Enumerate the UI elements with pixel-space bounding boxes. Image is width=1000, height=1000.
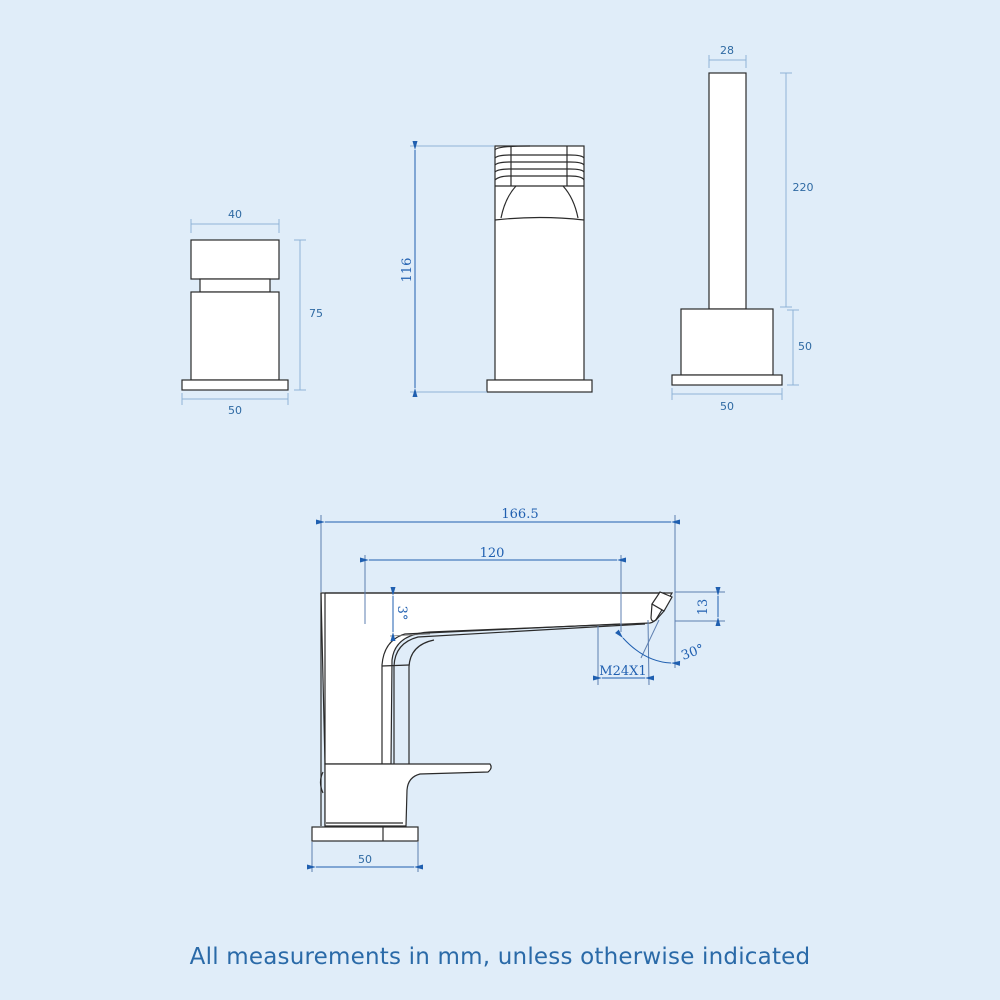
diverter-width-label: 40 xyxy=(228,208,242,221)
outlet-height-label: 13 xyxy=(696,599,711,616)
spout-side-view xyxy=(311,591,674,842)
side-base-width-label: 50 xyxy=(358,853,372,866)
angle-3-label: 3° xyxy=(394,606,409,621)
spout-height-label: 116 xyxy=(400,258,415,283)
diverter-dimensions xyxy=(181,219,306,405)
holder-base-height-label: 50 xyxy=(798,340,812,353)
handset-holder-dimensions xyxy=(671,55,799,400)
handset-holder-view xyxy=(671,72,783,386)
overall-length-label: 166.5 xyxy=(501,507,538,522)
diverter-view xyxy=(181,239,289,391)
spout-front-view xyxy=(486,145,593,393)
handle-height-label: 220 xyxy=(793,181,814,194)
spout-side-dimensions xyxy=(307,515,725,872)
diverter-base-label: 50 xyxy=(228,404,242,417)
handle-width-label: 28 xyxy=(720,44,734,57)
spout-front-dimensions xyxy=(410,141,494,397)
angle-30-label: 30° xyxy=(679,642,706,664)
holder-base-width-label: 50 xyxy=(720,400,734,413)
measurement-note: All measurements in mm, unless otherwise… xyxy=(189,944,811,970)
reach-label: 120 xyxy=(480,546,505,561)
diverter-height-label: 75 xyxy=(309,307,323,320)
thread-label: M24X1 xyxy=(599,664,646,679)
